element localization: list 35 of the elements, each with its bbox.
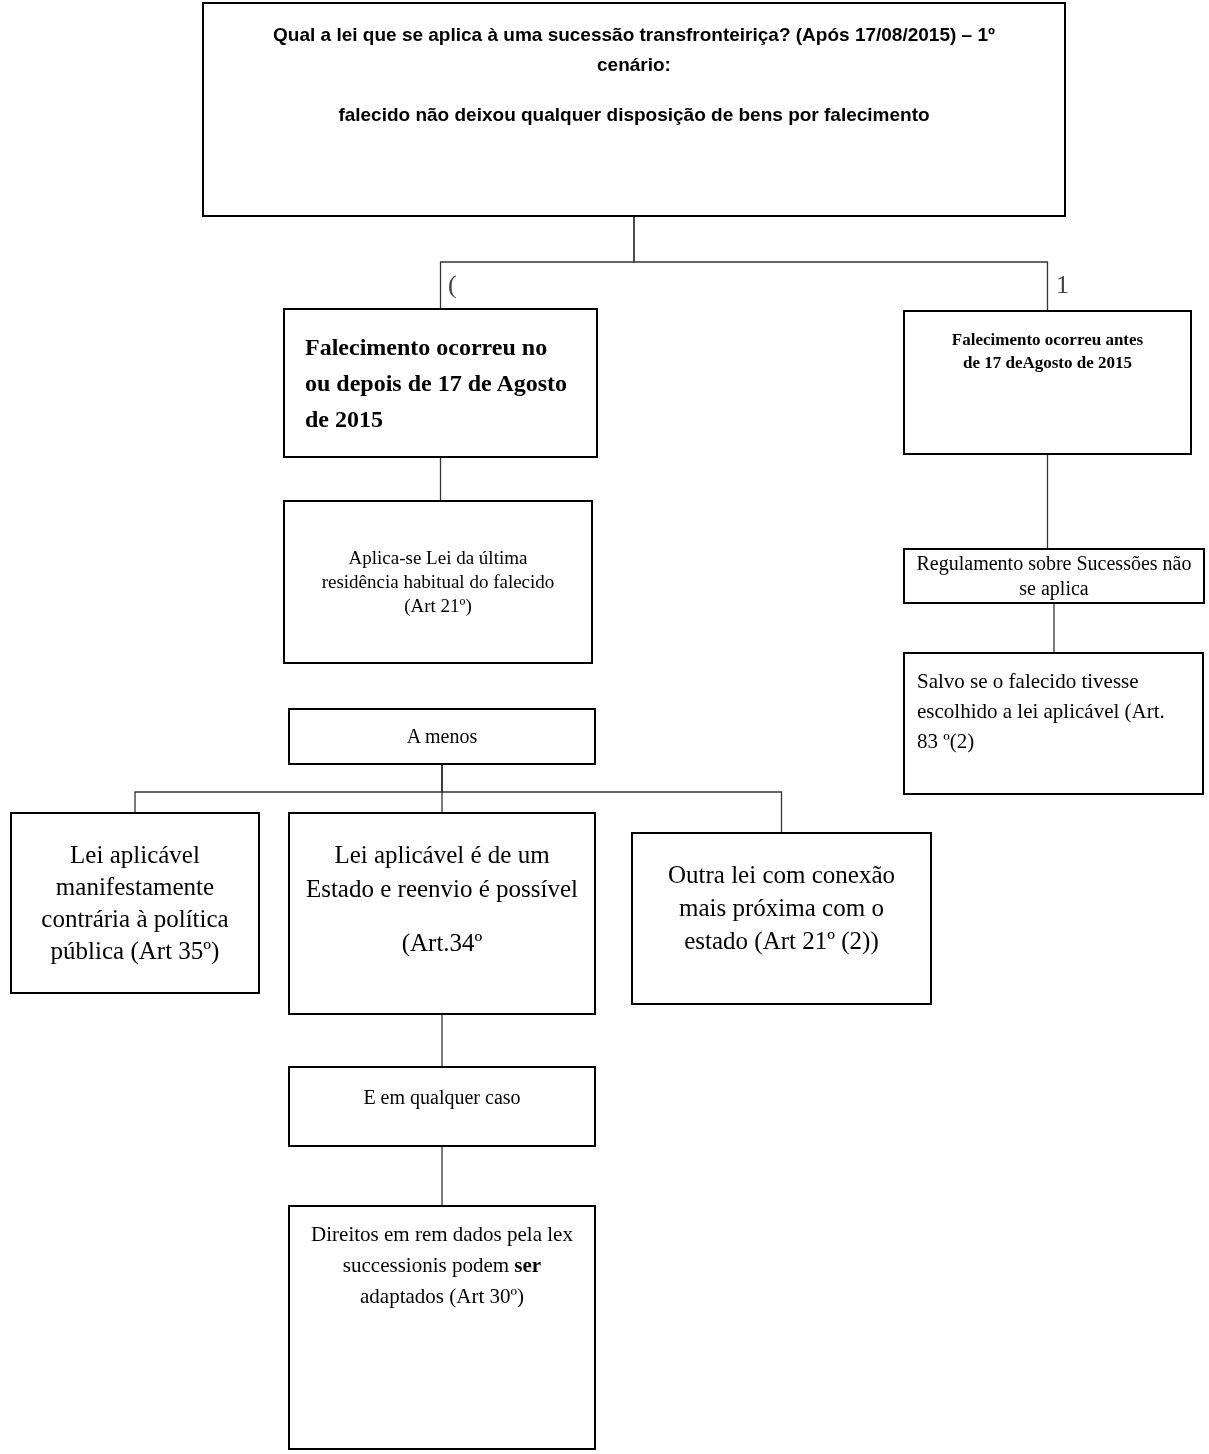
text-box (202, 2, 1066, 217)
connector-line (441, 1014, 443, 1067)
text-box (631, 832, 932, 1005)
box-text: (Art.34º (401, 928, 483, 958)
connector-line (439, 457, 442, 501)
box-text: Salvo se o falecido tivesse escolhido a lei aplicável (Art. 83 º(2) (917, 668, 1166, 755)
box-text: Aplica-se Lei da última residência habitual do falecido (Art 21º) (320, 546, 556, 618)
connector-line (441, 1146, 443, 1206)
text-box (288, 1066, 596, 1147)
connector-line (1053, 603, 1055, 653)
text-box (903, 652, 1204, 795)
connector-line (633, 216, 1049, 311)
box-text: Lei aplicável manifestamente contrária à política pública (Art 35º) (40, 840, 230, 967)
text-box (288, 1205, 596, 1450)
box-text: Regulamento sobre Sucessões não se aplica (915, 551, 1193, 601)
text-box (10, 812, 260, 994)
box-text: A menos (406, 724, 478, 749)
box-text: E em qualquer caso (363, 1085, 521, 1110)
box-heading: Qual a lei que se aplica à uma sucessão transfronteiriça? (Após 17/08/2015) – 1º cenário: (272, 23, 996, 77)
connector-line (441, 764, 783, 833)
text-box (288, 708, 596, 765)
marker-text: ( (448, 270, 457, 300)
box-text: falecido não deixou qualquer disposição de bens por falecimento (338, 103, 930, 127)
box-text: Outra lei com conexão mais próxima com o estado (Art 21º (2)) (667, 860, 896, 957)
text-box (903, 310, 1192, 455)
connector-line (1046, 454, 1049, 549)
box-text: Falecimento ocorreu antes de 17 deAgosto de 2015 (950, 329, 1145, 374)
text-box (903, 548, 1205, 604)
box-text: Direitos em rem dados pela lex successionis podem ser adaptados (Art 30º) (310, 1221, 574, 1310)
text-box (283, 500, 593, 664)
text-box (288, 812, 596, 1015)
box-heading: Lei aplicável é de um Estado e reenvio é possível (304, 840, 580, 904)
text-box (283, 308, 598, 458)
box-text: Falecimento ocorreu no ou depois de 17 de Agosto de 2015 (305, 333, 569, 434)
marker-text: 1 (1056, 270, 1069, 300)
